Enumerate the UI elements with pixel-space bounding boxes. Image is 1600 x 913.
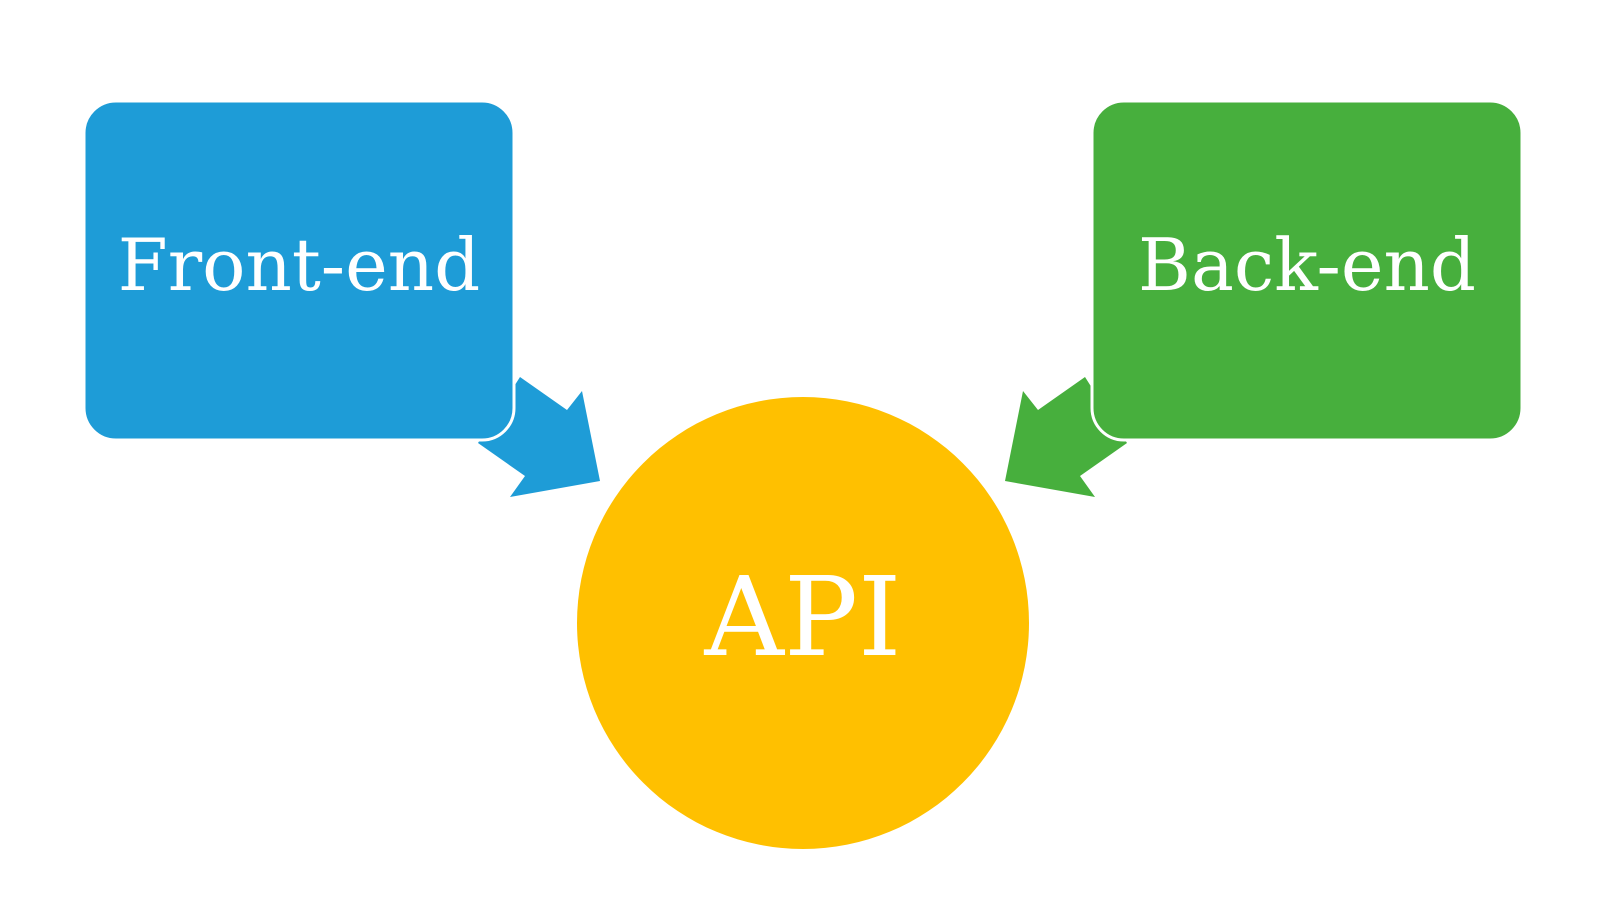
frontend-box: [82, 99, 516, 442]
api-label: API: [704, 553, 902, 681]
frontend-node: Front-end: [82, 99, 516, 442]
api-circle: [577, 397, 1029, 849]
api-node: API: [577, 397, 1029, 849]
backend-box: [1090, 99, 1524, 442]
frontend-label: Front-end: [118, 223, 480, 307]
backend-node: Back-end: [1090, 99, 1524, 442]
backend-label: Back-end: [1138, 223, 1476, 307]
